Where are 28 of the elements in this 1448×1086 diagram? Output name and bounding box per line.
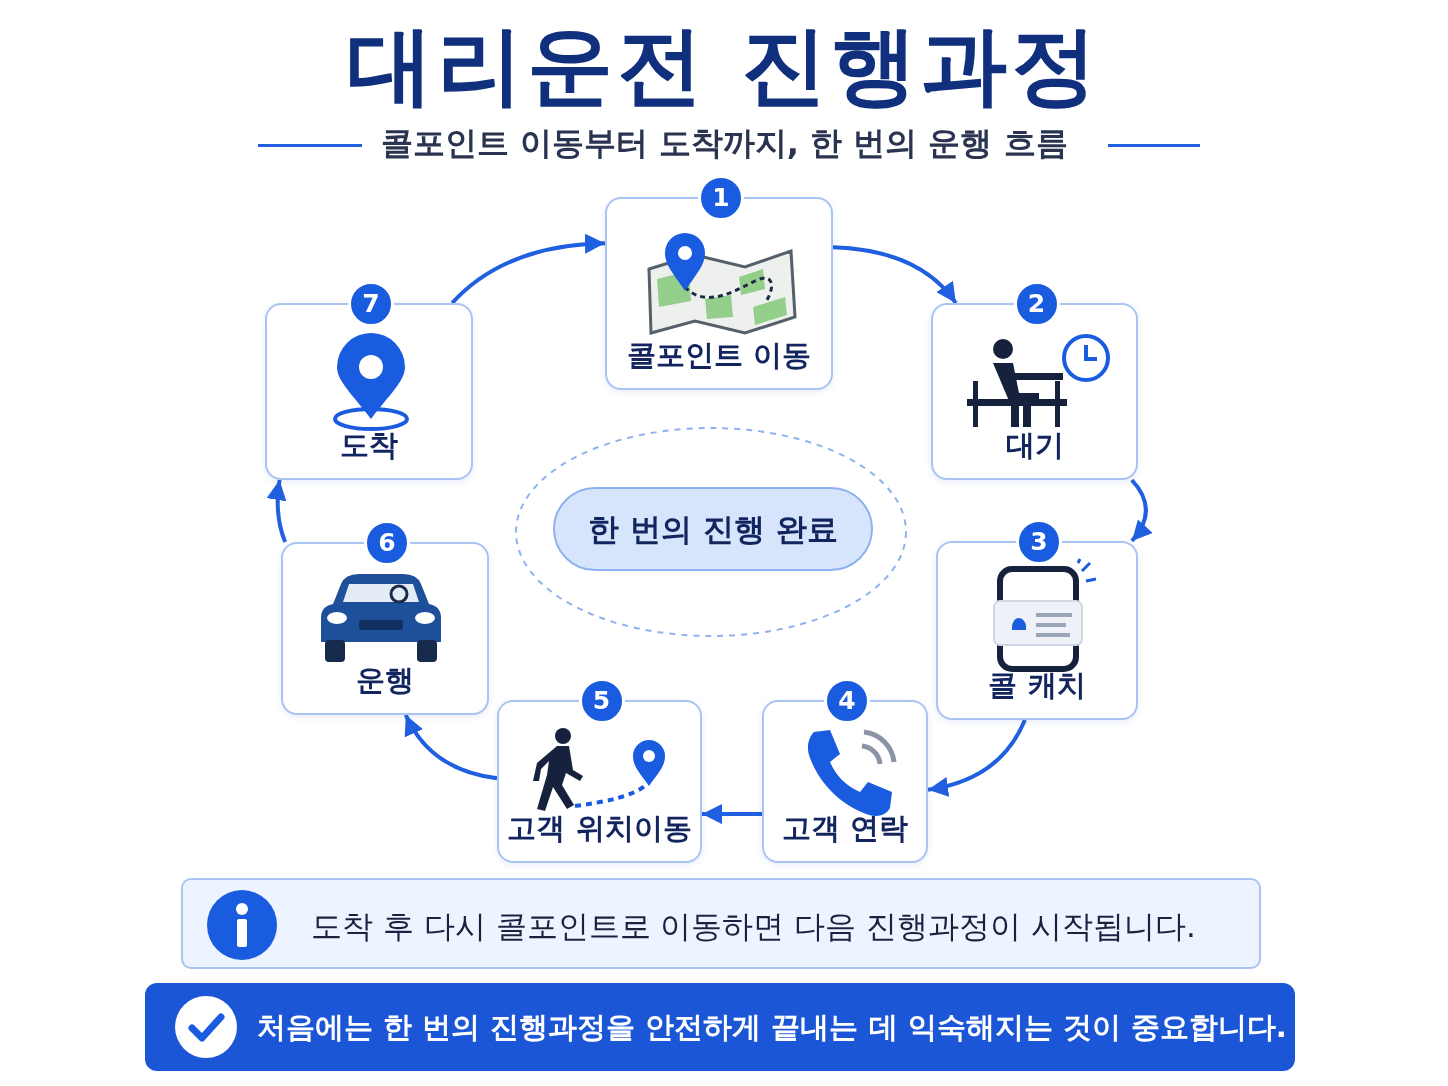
arrow — [702, 804, 762, 825]
step-label: 운행 — [355, 662, 415, 699]
arrow — [266, 479, 288, 543]
step-number: 4 — [824, 678, 870, 724]
step-label: 콜 캐치 — [987, 667, 1087, 704]
step-number: 6 — [364, 520, 410, 566]
step-label: 콜포인트 이동 — [625, 337, 813, 374]
step-number: 7 — [348, 281, 394, 327]
arrow — [1130, 478, 1153, 543]
arrow — [832, 245, 958, 305]
step-number: 2 — [1013, 281, 1060, 327]
step-number: 3 — [1016, 519, 1062, 565]
completion-label: 한 번의 진행 완료 — [587, 510, 839, 549]
arrow — [450, 234, 606, 305]
arrow — [404, 714, 498, 781]
tip-banner — [145, 983, 1295, 1071]
step-label: 도착 — [339, 427, 399, 464]
step-number: 5 — [578, 678, 625, 724]
subtitle: 콜포인트 이동부터 도착까지, 한 번의 운행 흐름 — [379, 123, 1069, 164]
info-box — [181, 878, 1261, 969]
step-label: 고객 연락 — [780, 810, 910, 847]
step-label: 고객 위치이동 — [506, 810, 693, 847]
step-label: 대기 — [1004, 427, 1065, 464]
title: 대리운전 진행과정 — [346, 14, 1102, 117]
tip-text: 처음에는 한 번의 진행과정을 안전하게 끝내는 데 익숙해지는 것이 중요합니다. — [257, 1009, 1287, 1046]
step-number: 1 — [698, 175, 744, 221]
info-text: 도착 후 다시 콜포인트로 이동하면 다음 진행과정이 시작됩니다. — [311, 907, 1196, 946]
arrow — [927, 719, 1027, 797]
